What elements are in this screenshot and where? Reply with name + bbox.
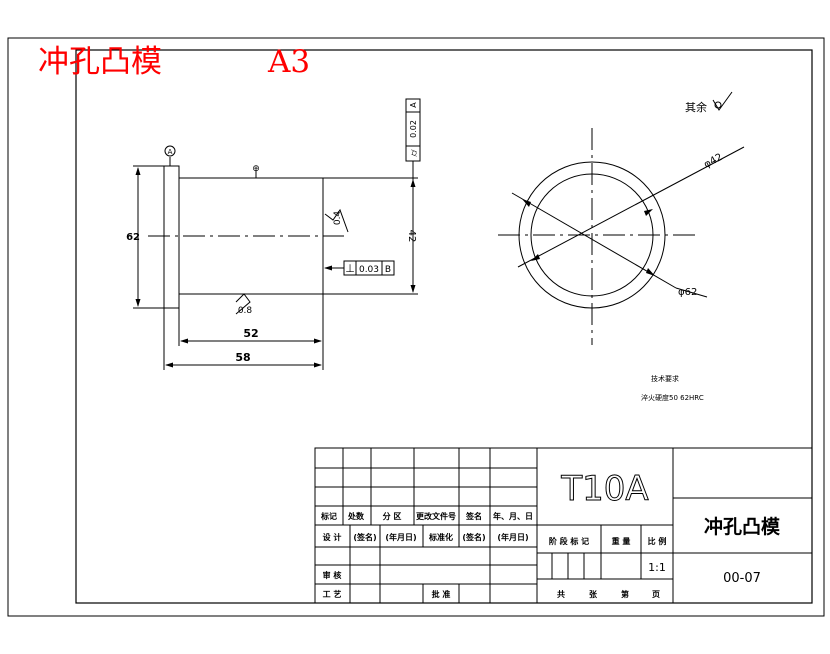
roughness-right-value: 0.4 [333, 211, 343, 226]
arrow-62-top [135, 167, 141, 175]
arrow-52-left [180, 338, 188, 344]
cyl-tol-value: 0.02 [409, 120, 418, 138]
design-label: 设 计 [323, 532, 342, 542]
design-sign: (签名) [353, 532, 376, 542]
side-view [498, 91, 745, 345]
remaining-roughness-label: 其余 [685, 100, 707, 114]
process-label: 工 艺 [323, 589, 342, 599]
dim-58-label: 58 [235, 351, 250, 364]
sheet-label-no: 第 [621, 589, 629, 599]
datum-a-label: A [168, 148, 173, 156]
roughness-right-symbol [324, 208, 349, 233]
front-view [133, 98, 421, 370]
sheet-label-page: 页 [652, 590, 660, 599]
datum-circle [164, 145, 176, 157]
std-date: (年月日) [497, 532, 528, 542]
title-block [314, 447, 813, 604]
rev-header-2: 分 区 [383, 511, 402, 521]
sheet-label-total: 共 [557, 589, 565, 599]
stage-header-1: 重 量 [612, 536, 631, 546]
rev-header-5: 年、月、日 [493, 511, 533, 521]
center-mark-icon: ⊕ [252, 164, 260, 174]
title-block-text: 标记 处数 分 区 更改文件号 签名 年、月、日 设 计 (签名) (年月日) … [320, 511, 666, 599]
flange [163, 165, 180, 309]
arrow-62-bottom [135, 299, 141, 307]
arrow-dia-62-a [522, 199, 531, 207]
review-label: 审 核 [323, 570, 342, 580]
sheet-label-sheets: 张 [589, 590, 598, 599]
stage-header-0: 阶 段 标 记 [549, 536, 589, 546]
outer-border [7, 37, 825, 617]
notes-heading: 技术要求 [651, 374, 679, 383]
header-title: 冲孔凸模 [38, 44, 162, 80]
arrow-dia-62-b [646, 268, 655, 276]
design-date: (年月日) [385, 532, 416, 542]
arrow-42-top [410, 179, 416, 187]
std-label: 标准化 [428, 532, 453, 542]
arrow-52-right [314, 338, 322, 344]
stage-header-2: 比 例 [648, 536, 667, 546]
part-name: 冲孔凸模 [704, 515, 781, 538]
notes-line1: 淬火硬度50 62HRC [641, 393, 704, 402]
rev-header-1: 处数 [347, 511, 365, 521]
scale-value: 1:1 [648, 561, 666, 574]
leader-dia-42 [517, 146, 745, 268]
cyl-tol-symbol: ⌭ [409, 149, 420, 157]
rev-header-4: 签名 [465, 511, 482, 521]
roughness-bottom-symbol [235, 293, 251, 315]
dim-52-label: 52 [243, 327, 258, 340]
material-label: T10A [560, 469, 648, 509]
arrow-face-tol [324, 265, 332, 271]
arrowheads [135, 167, 416, 368]
face-tol-frame [343, 260, 395, 276]
dia-42-label: φ42 [702, 152, 724, 171]
arrow-dia-42-a [531, 254, 540, 261]
face-tol-value: 0.03 [359, 265, 379, 275]
side-arrowheads [522, 199, 655, 276]
dim-42-label: 42 [406, 230, 417, 243]
std-sign: (签名) [462, 532, 485, 542]
dia-62-label: φ62 [678, 287, 697, 298]
rev-header-0: 标记 [320, 511, 337, 521]
drawing-number: 00-07 [723, 571, 761, 586]
approve-label: 批 准 [432, 589, 451, 599]
arrow-58-left [165, 362, 173, 368]
rev-header-3: 更改文件号 [416, 511, 456, 521]
face-tol-datum: B [385, 265, 391, 275]
face-tol-symbol: ⊥ [345, 262, 355, 275]
arrow-58-right [314, 362, 322, 368]
remaining-roughness-circle [714, 101, 722, 109]
roughness-bottom-value: 0.8 [238, 306, 253, 316]
arrow-42-bottom [410, 285, 416, 293]
header-size: A3 [267, 44, 310, 80]
cyl-tol-datum: A [409, 102, 418, 108]
dim-62-label: 62 [126, 232, 140, 243]
leader-dia-62-tail [675, 287, 708, 298]
arrow-dia-42-b [644, 209, 653, 216]
